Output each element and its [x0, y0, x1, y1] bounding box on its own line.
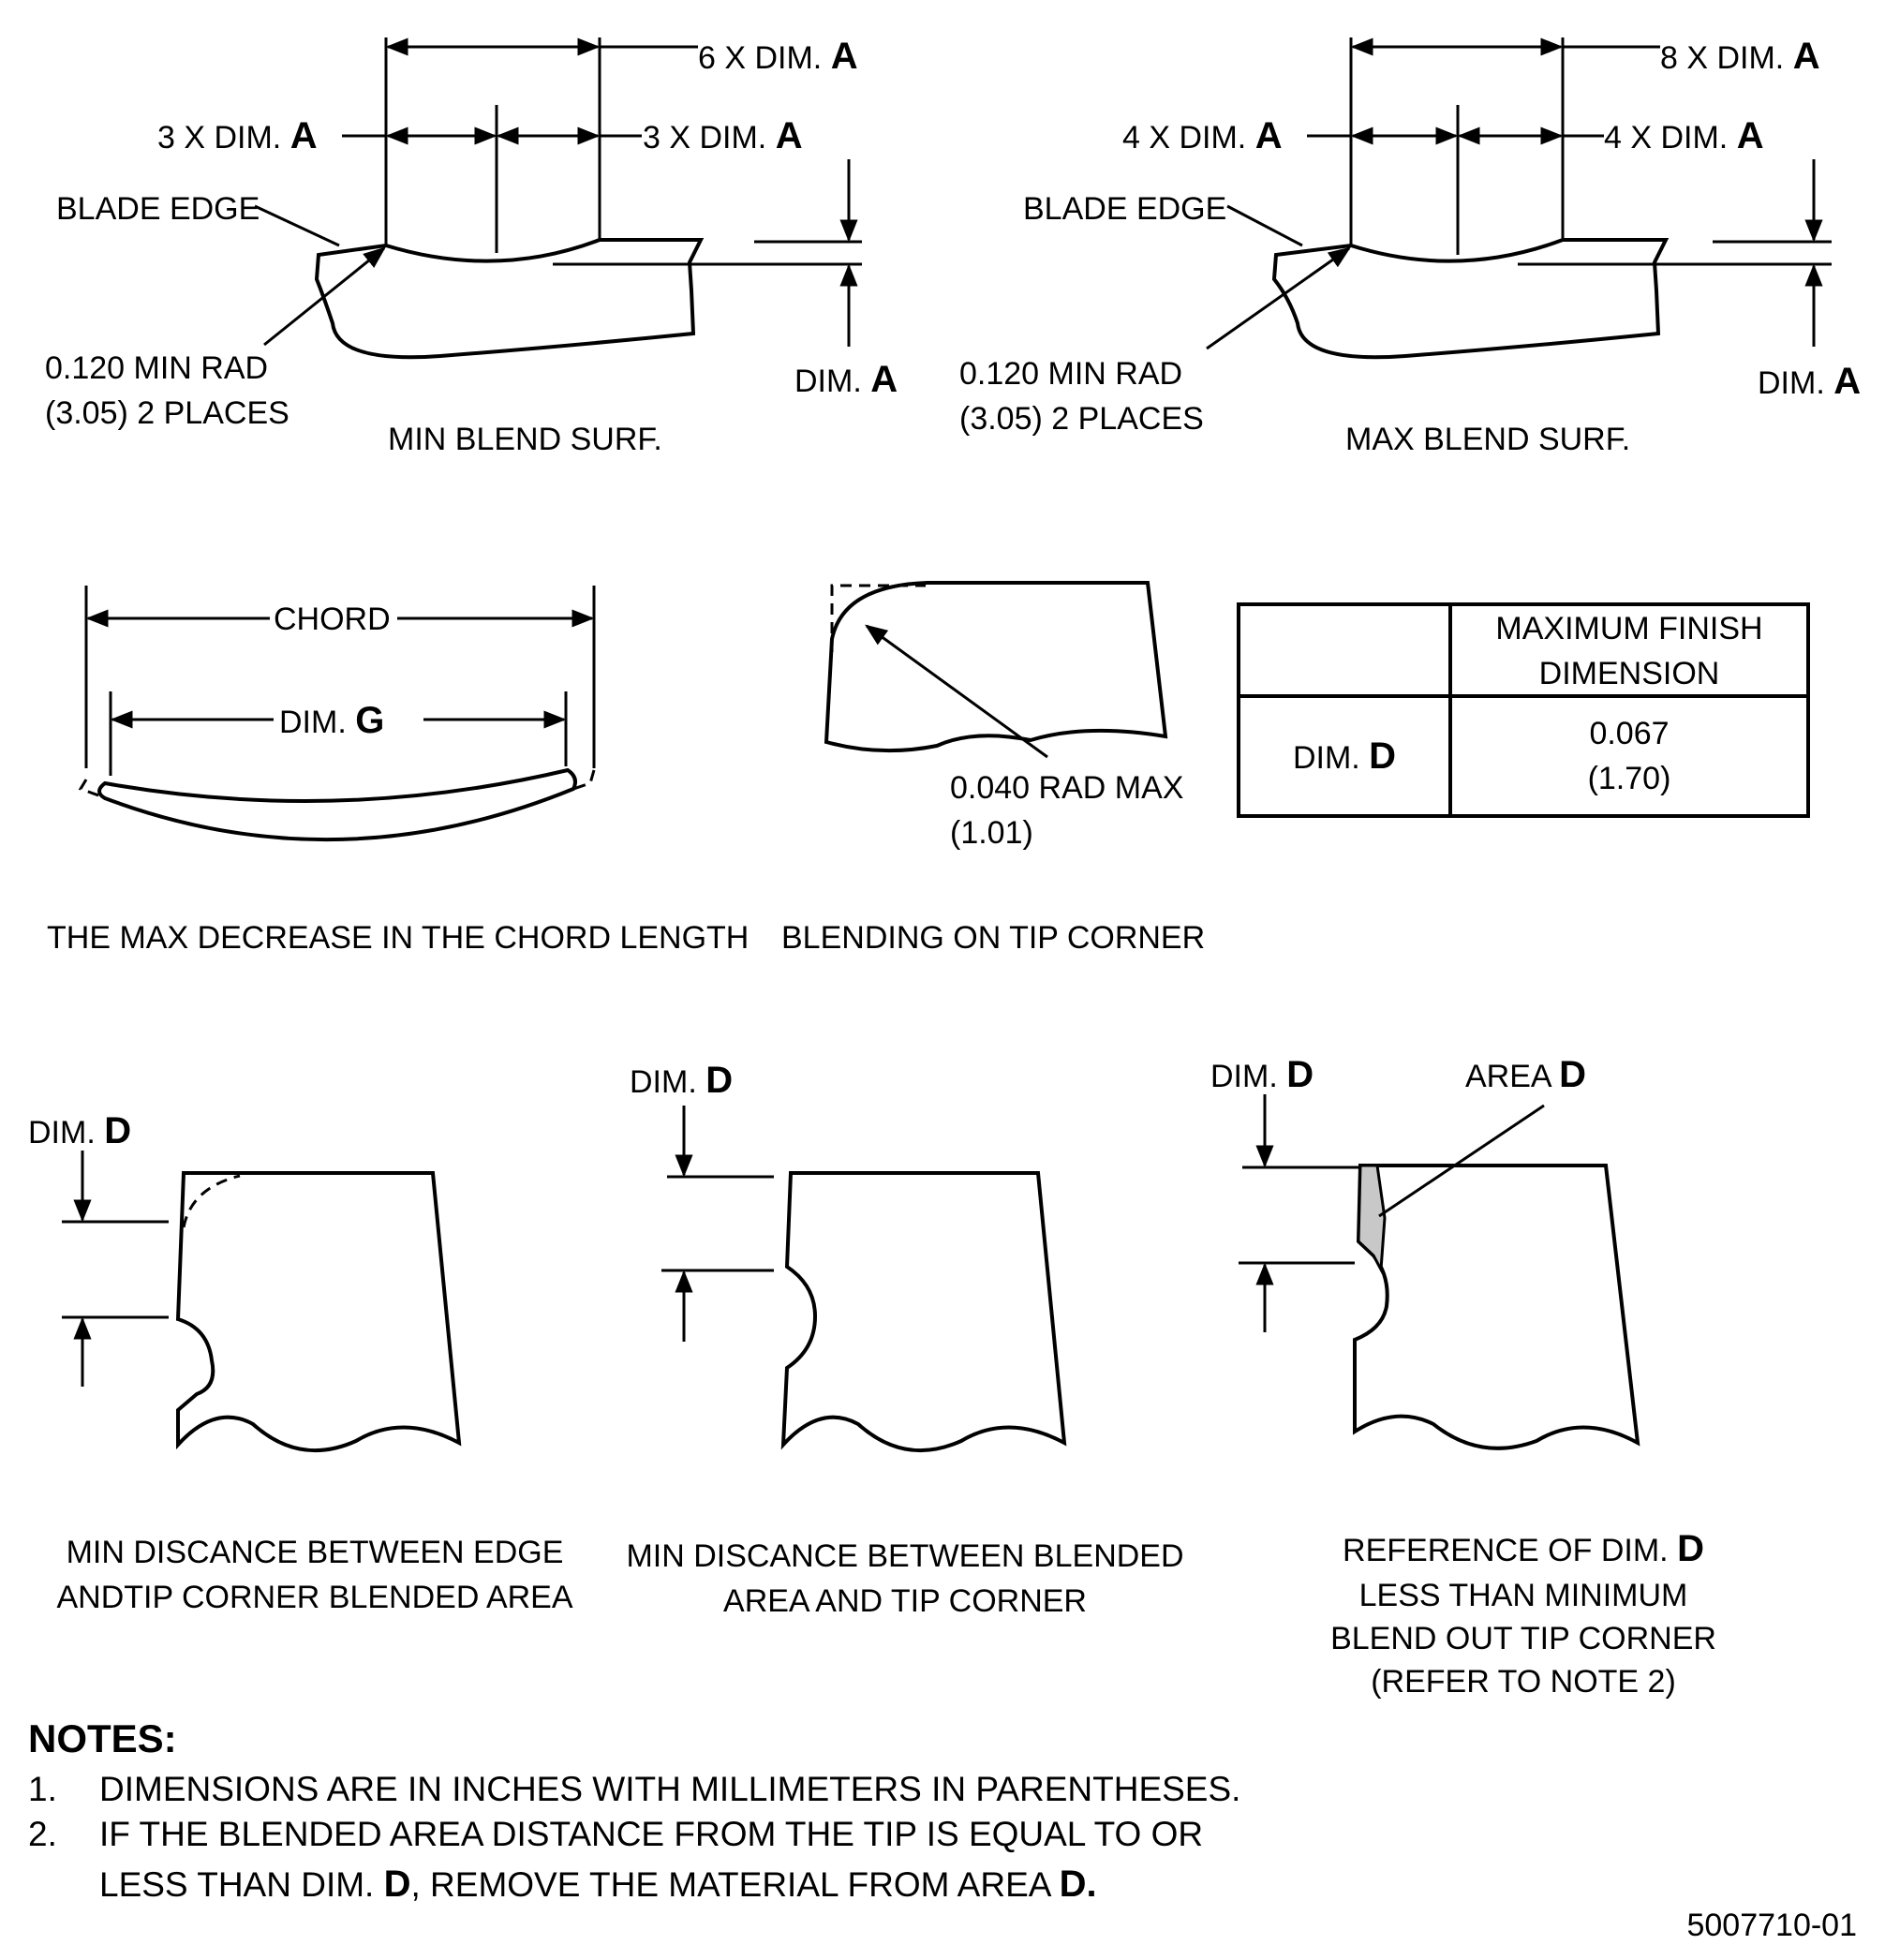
chord-decrease-diagram: CHORD DIM. G THE MAX DECREASE IN THE CHO…	[47, 586, 749, 956]
blended-area-tip-distance-diagram: DIM. D MIN DISCANCE BETWEEN BLENDED AREA…	[626, 1060, 1183, 1619]
reference-caption-line3: BLEND OUT TIP CORNER	[1330, 1621, 1716, 1656]
min-blend-caption: MIN BLEND SURF.	[388, 422, 662, 457]
dim-letter: D	[104, 1110, 131, 1151]
dim-letter: A	[1255, 115, 1283, 156]
edge-tip-caption-line1: MIN DISCANCE BETWEEN EDGE	[67, 1535, 564, 1570]
svg-text:3 X DIM. A: 3 X DIM. A	[157, 115, 318, 156]
dim-4x-right-label: 4 X DIM.	[1604, 120, 1728, 156]
dim-letter: A	[870, 359, 898, 400]
note-1-text: DIMENSIONS ARE IN INCHES WITH MILLIMETER…	[99, 1770, 1240, 1808]
notes-section: NOTES: 1. DIMENSIONS ARE IN INCHES WITH …	[28, 1716, 1240, 1905]
min-blend-surface-diagram: 6 X DIM. A 3 X DIM. A 3 X DIM. A BLADE E…	[45, 36, 898, 457]
dim-letter: A	[831, 36, 858, 77]
radius-label-line1: 0.120 MIN RAD	[45, 350, 268, 386]
area-d-label: AREA	[1465, 1059, 1552, 1094]
tip-section-outline	[824, 581, 1168, 753]
reference-caption-line4: (REFER TO NOTE 2)	[1371, 1664, 1676, 1700]
svg-text:DIM. D: DIM. D	[28, 1110, 131, 1151]
svg-text:REFERENCE OF DIM. D: REFERENCE OF DIM. D	[1343, 1528, 1704, 1569]
svg-text:DIM. A: DIM. A	[1758, 361, 1861, 402]
dim-3x-left-label: 3 X DIM.	[157, 120, 281, 156]
tip-corner-blend-diagram: 0.040 RAD MAX (1.01) BLENDING ON TIP COR…	[781, 581, 1205, 956]
note-2-text-line2a: LESS THAN DIM.	[99, 1865, 374, 1904]
tip-caption: BLENDING ON TIP CORNER	[781, 920, 1205, 956]
note-1-number: 1.	[28, 1770, 57, 1808]
reference-caption-line1: REFERENCE OF DIM.	[1343, 1533, 1669, 1568]
blade-section-outline	[1271, 238, 1670, 360]
reference-caption-line2: LESS THAN MINIMUM	[1359, 1578, 1688, 1613]
dim-letter: A	[290, 115, 318, 156]
svg-text:DIM. D: DIM. D	[630, 1060, 733, 1101]
dim-d-label: DIM.	[630, 1064, 697, 1100]
max-blend-surface-diagram: 8 X DIM. A 4 X DIM. A 4 X DIM. A BLADE E…	[959, 36, 1861, 457]
tip-radius-line1: 0.040 RAD MAX	[950, 770, 1183, 806]
svg-text:DIM. A: DIM. A	[794, 359, 898, 400]
blade-edge-label: BLADE EDGE	[1023, 191, 1226, 227]
reference-dim-d-diagram: DIM. D AREA D REFERENCE OF DIM. D LESS T…	[1210, 1054, 1716, 1700]
svg-text:8 X DIM. A: 8 X DIM. A	[1660, 36, 1820, 77]
svg-text:3 X DIM. A: 3 X DIM. A	[643, 115, 803, 156]
blade-section-outline	[314, 238, 705, 360]
dim-letter: D	[705, 1060, 733, 1101]
dim-a-label: DIM.	[794, 364, 862, 399]
table-value-line2: (1.70)	[1588, 761, 1671, 796]
notes-heading: NOTES:	[28, 1716, 177, 1760]
radius-label-line2: (3.05) 2 PLACES	[45, 395, 289, 431]
svg-text:DIM. D: DIM. D	[1210, 1054, 1314, 1095]
area-letter: D	[1559, 1054, 1586, 1095]
blade-tip-outline	[1353, 1164, 1640, 1450]
blade-tip-outline	[780, 1171, 1067, 1453]
dim-4x-left-label: 4 X DIM.	[1122, 120, 1246, 156]
table-value-line1: 0.067	[1589, 716, 1669, 751]
note-2-text-line1: IF THE BLENDED AREA DISTANCE FROM THE TI…	[99, 1815, 1203, 1853]
dim-8x-label: 8 X DIM.	[1660, 40, 1784, 76]
edge-tip-caption-line2: ANDTIP CORNER BLENDED AREA	[56, 1580, 572, 1615]
dim-letter: D	[1286, 1054, 1314, 1095]
table-header-line1: MAXIMUM FINISH	[1495, 611, 1762, 646]
edge-tip-distance-diagram: DIM. D MIN DISCANCE BETWEEN EDGE ANDTIP …	[28, 1110, 573, 1615]
dim-letter: A	[1737, 115, 1764, 156]
dim-letter: A	[1833, 361, 1861, 402]
svg-text:4 X DIM. A: 4 X DIM. A	[1122, 115, 1283, 156]
figure-number: 5007710-01	[1686, 1908, 1857, 1943]
radius-label-line1: 0.120 MIN RAD	[959, 356, 1182, 392]
table-row-label: DIM.	[1293, 740, 1360, 776]
maximum-finish-table: MAXIMUM FINISH DIMENSION DIM. D 0.067 (1…	[1237, 602, 1810, 818]
dim-letter: G	[355, 700, 384, 741]
dim-d-label: DIM.	[28, 1115, 96, 1151]
note-2-letter-1: D	[384, 1863, 411, 1905]
airfoil-section	[97, 767, 577, 842]
blended-tip-caption-line2: AREA AND TIP CORNER	[723, 1583, 1087, 1619]
blended-tip-caption-line1: MIN DISCANCE BETWEEN BLENDED	[626, 1538, 1183, 1574]
table-row-letter: D	[1369, 735, 1396, 777]
dim-g-label: DIM.	[279, 705, 347, 740]
table-header-line2: DIMENSION	[1539, 656, 1720, 691]
reference-caption-letter: D	[1677, 1528, 1704, 1569]
note-2-letter-2: D.	[1060, 1863, 1097, 1905]
chord-caption: THE MAX DECREASE IN THE CHORD LENGTH	[47, 920, 749, 956]
dim-letter: A	[1793, 36, 1820, 77]
note-2-number: 2.	[28, 1815, 57, 1853]
max-blend-caption: MAX BLEND SURF.	[1345, 422, 1630, 457]
tip-radius-line2: (1.01)	[950, 815, 1033, 851]
area-d-shaded	[1357, 1164, 1387, 1275]
dim-3x-right-label: 3 X DIM.	[643, 120, 766, 156]
dim-a-label: DIM.	[1758, 365, 1825, 401]
svg-text:4 X DIM. A: 4 X DIM. A	[1604, 115, 1764, 156]
dim-d-label: DIM.	[1210, 1059, 1278, 1094]
blade-edge-label: BLADE EDGE	[56, 191, 260, 227]
chord-label: CHORD	[274, 601, 391, 637]
svg-text:LESS THAN DIM. D, REMOVE THE M: LESS THAN DIM. D, REMOVE THE MATERIAL FR…	[99, 1863, 1097, 1905]
svg-text:AREA D: AREA D	[1465, 1054, 1586, 1095]
note-2-text-line2b: , REMOVE THE MATERIAL FROM AREA	[411, 1865, 1052, 1904]
dim-6x-label: 6 X DIM.	[698, 40, 822, 76]
dim-letter: A	[776, 115, 803, 156]
svg-text:DIM. D: DIM. D	[1293, 735, 1396, 777]
svg-text:6 X DIM. A: 6 X DIM. A	[698, 36, 858, 77]
blade-tip-outline	[175, 1171, 462, 1453]
radius-label-line2: (3.05) 2 PLACES	[959, 401, 1204, 437]
svg-text:DIM. G: DIM. G	[279, 700, 384, 741]
